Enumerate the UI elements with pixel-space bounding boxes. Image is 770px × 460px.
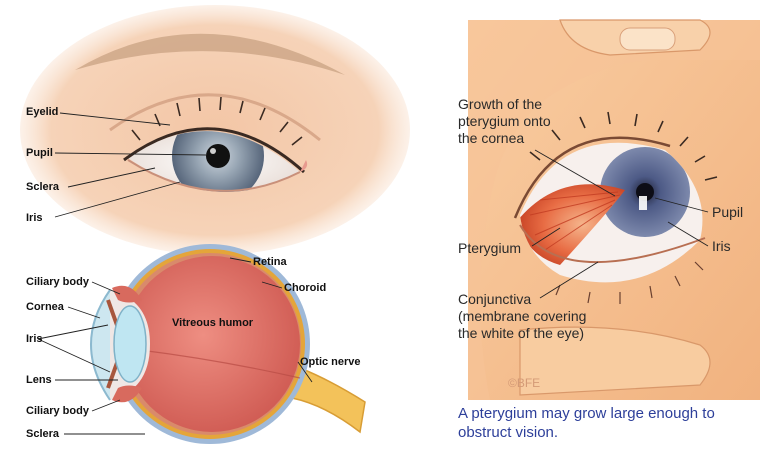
label-growth-of-pterygium: Growth of the pterygium onto the cornea	[458, 96, 551, 146]
watermark: ©BFE	[508, 376, 541, 390]
label-pupil: Pupil	[26, 147, 53, 159]
pterygium-leaders	[531, 149, 709, 299]
label-ciliary-body-bottom: Ciliary body	[26, 405, 89, 417]
label-conjunctiva: Conjunctiva (membrane covering the white…	[458, 291, 587, 341]
label-retina: Retina	[253, 256, 287, 268]
label-iris-section: Iris	[26, 333, 43, 345]
label-sclera: Sclera	[26, 181, 60, 193]
cross-section-leaders	[37, 257, 313, 435]
label-cornea: Cornea	[26, 301, 64, 313]
caption: A pterygium may grow large enough to obs…	[458, 405, 715, 441]
label-ciliary-body-top: Ciliary body	[26, 276, 89, 288]
label-vitreous-humor: Vitreous humor	[172, 317, 254, 329]
label-eyelid: Eyelid	[26, 106, 59, 118]
cross-section-drawing	[90, 244, 366, 444]
label-iris: Iris	[26, 212, 43, 224]
external-eye-drawing	[20, 5, 410, 255]
label-pupil-pterygium: Pupil	[712, 204, 744, 220]
external-eye-leaders	[54, 112, 207, 218]
label-sclera-section: Sclera	[26, 428, 60, 440]
label-lens: Lens	[26, 374, 52, 386]
label-optic-nerve: Optic nerve	[300, 356, 361, 368]
label-pterygium: Pterygium	[458, 240, 522, 256]
pterygium-drawing	[468, 19, 760, 400]
label-choroid: Choroid	[284, 282, 327, 294]
label-iris-pterygium: Iris	[712, 238, 731, 254]
